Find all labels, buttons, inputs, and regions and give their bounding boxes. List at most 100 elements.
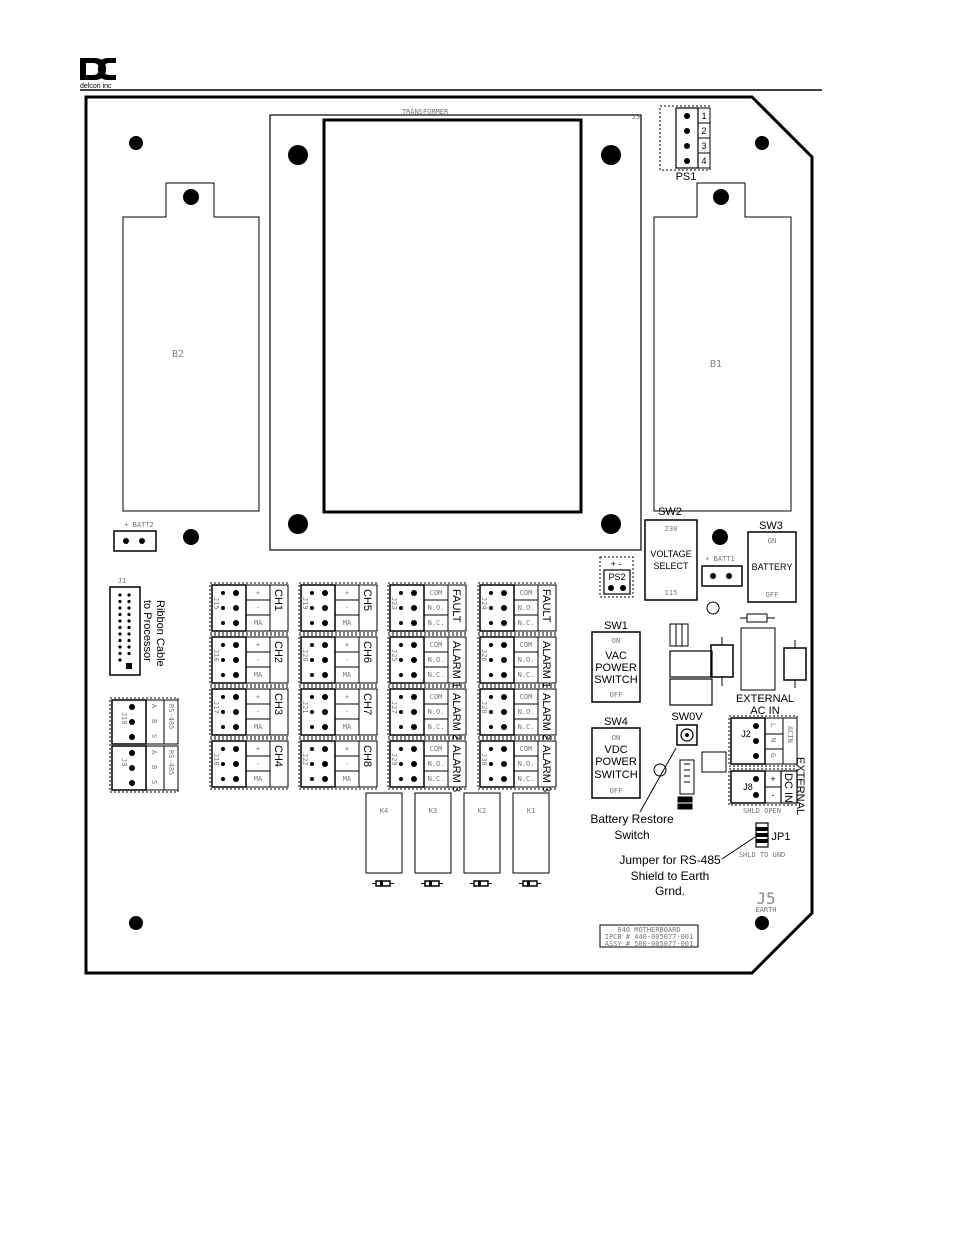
ribbon-pin xyxy=(127,606,131,610)
sw4-text: SWITCH xyxy=(594,769,637,781)
rs485-pin: S xyxy=(150,780,158,784)
b2-label: B2 xyxy=(172,349,184,360)
batt2-connector: + BATT2 xyxy=(113,521,157,552)
connector-j-label: J16 xyxy=(212,649,220,662)
terminal-pin-label: N.C. xyxy=(428,775,445,783)
ribbon-pin xyxy=(127,593,131,597)
terminal-pin-label: MA xyxy=(343,775,352,783)
ps2-polarity: + - xyxy=(611,559,622,569)
rs485-pin: B xyxy=(150,719,158,723)
ac-side-label: ACIN xyxy=(786,726,794,743)
terminal-pin-label: MA xyxy=(343,671,352,679)
rs485-pin: A xyxy=(150,704,158,709)
sw1-vac-power-switch[interactable]: SW1 ON VAC POWER SWITCH OFF xyxy=(591,620,641,703)
j2-label: J2 xyxy=(741,729,751,739)
logo-mark-c xyxy=(98,58,116,80)
board-outline xyxy=(84,95,814,975)
relay-coil-label: K4 xyxy=(380,807,388,815)
dc-pin: + xyxy=(770,774,775,784)
sw3-text: BATTERY xyxy=(752,562,793,572)
mounting-holes xyxy=(129,136,769,930)
channel-label: CH7 xyxy=(361,693,373,715)
channel-label: CH8 xyxy=(361,745,373,767)
terminal-pin-label: + xyxy=(256,745,260,753)
sw4-vdc-power-switch[interactable]: SW4 ON VDC POWER SWITCH OFF xyxy=(591,716,641,799)
ribbon-cable-label-2: to Processor xyxy=(141,600,153,662)
terminal-pin-label: COM xyxy=(520,641,533,649)
connector-j-label: J15 xyxy=(212,597,220,610)
relay-coil: K4 xyxy=(365,792,403,887)
terminal-pin-label: MA xyxy=(254,619,263,627)
batt1-connector: + BATT1 xyxy=(701,555,743,587)
ribbon-pin xyxy=(118,593,122,597)
sw2-text: VOLTAGE xyxy=(650,549,691,559)
jp1-jumper[interactable]: SHLD OPEN JP1 SHLD TO GND xyxy=(739,807,791,859)
transformer: TRANSFORMER J3 xyxy=(269,108,642,551)
ribbon-pin xyxy=(127,632,131,636)
delcon-logo: delcon inc xyxy=(80,58,116,90)
channel-label: CH2 xyxy=(272,641,284,663)
terminal-pin-label: COM xyxy=(430,745,443,753)
channel-label: CH4 xyxy=(272,745,284,767)
mounting-hole xyxy=(712,529,728,545)
ribbon-pin xyxy=(118,606,122,610)
sw0v-pushbutton[interactable]: SW0V xyxy=(671,711,703,746)
terminal-pin-label: + xyxy=(256,589,260,597)
j5-label: J5 xyxy=(756,889,775,908)
ribbon-pin xyxy=(118,625,122,630)
sw1-off: OFF xyxy=(610,691,623,699)
ps1-pin: 1 xyxy=(701,111,706,121)
connector-j-label: J18 xyxy=(212,753,220,766)
sw4-text: POWER xyxy=(595,756,637,768)
terminal-pin-label: COM xyxy=(430,693,443,701)
relay-label: FAULT xyxy=(540,589,552,623)
ps1-connector: 1 2 3 4 PS1 xyxy=(659,105,711,183)
sw2-230: 230 xyxy=(665,525,678,533)
connector-j-label: J25 xyxy=(390,649,398,662)
terminal-pin-label: - xyxy=(345,604,349,612)
connector-j-label: J23 xyxy=(390,597,398,610)
ribbon-cable-label: Ribbon Cable xyxy=(154,600,166,667)
relay-label: ALARM 1 xyxy=(450,641,462,688)
sw1-text: VAC xyxy=(605,650,627,662)
terminal-pin-label: COM xyxy=(520,745,533,753)
connector-j-label: J17 xyxy=(212,701,220,714)
sw2-voltage-select[interactable]: SW2 230 VOLTAGE SELECT 115 xyxy=(644,506,698,601)
terminal-pin-label: - xyxy=(345,708,349,716)
ribbon-pin xyxy=(118,619,122,623)
ribbon-pin xyxy=(118,638,122,643)
terminal-pin-label: N.C. xyxy=(428,619,445,627)
relay-coil-label: K2 xyxy=(478,807,486,815)
sw1-text: SWITCH xyxy=(594,674,637,686)
ribbon-pin xyxy=(127,612,131,617)
ac-pin: N xyxy=(769,738,777,742)
channel-label: CH1 xyxy=(272,589,284,611)
connector-j-label: J24 xyxy=(480,597,488,610)
sw3-battery-switch[interactable]: SW3 ON BATTERY OFF xyxy=(747,520,797,603)
terminal-pin-label: N.C. xyxy=(518,775,535,783)
relay-label: ALARM 2 xyxy=(540,693,552,740)
terminal-pin-label: - xyxy=(256,604,260,612)
channel-terminal-block: J15 + - MA CH1 xyxy=(209,582,289,634)
nameplate-line: 840 MOTHERBOARD xyxy=(617,926,680,934)
j10-label: J10 xyxy=(120,712,128,725)
terminal-pin-label: N.O. xyxy=(428,604,445,612)
j5-earth: J5 EARTH xyxy=(755,889,776,914)
ac-pin: L xyxy=(769,723,777,727)
rs485-connectors: J10 J9 A B S A B S RS-485 RS-485 xyxy=(109,697,179,793)
external-dc-label: EXTERNAL xyxy=(794,757,806,815)
terminal-pin-label: MA xyxy=(343,723,352,731)
logo-company-name: delcon inc xyxy=(80,83,112,90)
rs485-pin: S xyxy=(150,734,158,738)
terminal-pin-label: + xyxy=(345,589,349,597)
connector-j-label: J30 xyxy=(480,753,488,766)
relay-coil: K3 xyxy=(414,792,452,887)
connector-j-label: J29 xyxy=(390,753,398,766)
misc-components xyxy=(653,601,807,810)
battery-holder-b1: B1 xyxy=(653,182,792,512)
rs485-side-label: RS-485 xyxy=(167,704,175,729)
ac-pin: G xyxy=(769,753,777,757)
sw3-on: ON xyxy=(768,537,776,545)
sw2-label: SW2 xyxy=(658,506,682,518)
earth-label: EARTH xyxy=(755,906,776,914)
